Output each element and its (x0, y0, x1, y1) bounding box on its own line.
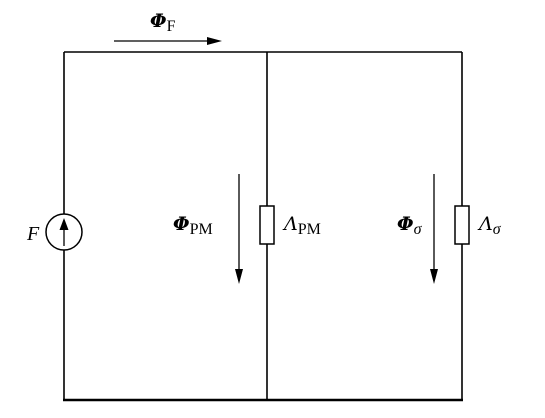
label-lambda-pm-symbol: Λ (282, 213, 298, 235)
label-lambda-sigma-symbol: Λ (477, 213, 493, 235)
label-phi-sigma-sub: σ (414, 221, 423, 238)
label-lambda-sigma-sub: σ (493, 221, 502, 238)
circuit-wires (63, 51, 463, 402)
source-f-label: F (26, 223, 40, 245)
label-phi-f-symbol: Φ (150, 10, 167, 32)
flux-arrow-f-head (207, 37, 222, 45)
resistor-lambda-sigma (454, 205, 470, 245)
resistor-lambda-pm (259, 205, 275, 245)
flux-arrow-pm (235, 174, 243, 284)
label-phi-sigma: Φσ (397, 213, 423, 238)
label-lambda-pm: ΛPM (282, 213, 321, 238)
flux-arrow-pm-head (235, 269, 243, 284)
label-lambda-sigma: Λσ (477, 213, 502, 238)
source-arrow-head (59, 218, 69, 230)
mmf-source: F (26, 213, 83, 251)
flux-arrow-f (114, 37, 222, 45)
label-phi-pm-sub: PM (190, 221, 213, 238)
label-phi-sigma-symbol: Φ (397, 213, 414, 235)
label-phi-f: ΦF (150, 10, 176, 35)
flux-arrow-sigma (430, 174, 438, 284)
label-phi-f-sub: F (167, 18, 176, 35)
label-phi-pm-symbol: Φ (173, 213, 190, 235)
label-lambda-pm-sub: PM (298, 221, 321, 238)
label-phi-pm: ΦPM (173, 213, 213, 238)
flux-arrow-sigma-head (430, 269, 438, 284)
